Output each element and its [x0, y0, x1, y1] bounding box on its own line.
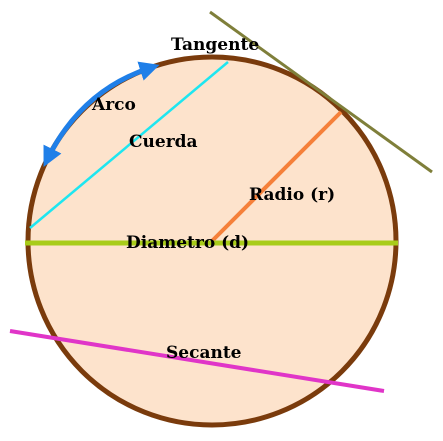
tangent-line [209, 10, 433, 174]
tangent-label: Tangente [171, 35, 259, 55]
arc-arrow [43, 61, 160, 167]
radius-line [210, 110, 343, 243]
secant-line [9, 329, 385, 393]
arc-label: Arco [91, 95, 136, 115]
radius-label: Radio (r) [249, 185, 335, 205]
diameter-label: Diametro (d) [126, 233, 249, 253]
secant-label: Secante [166, 343, 242, 363]
chord-label: Cuerda [129, 132, 198, 152]
